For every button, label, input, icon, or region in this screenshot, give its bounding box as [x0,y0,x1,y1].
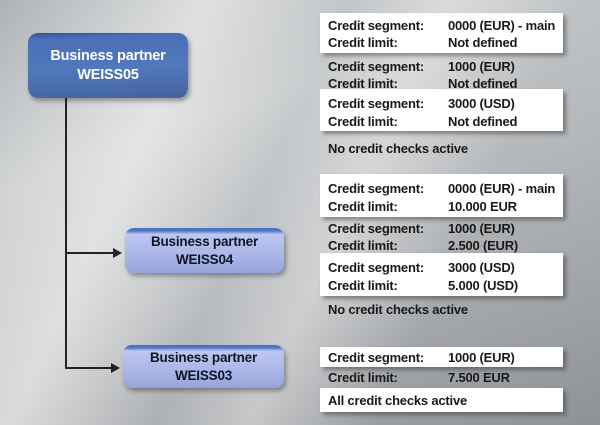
credit-card: Credit segment: 3000 (USD) Credit limit:… [320,89,563,131]
credit-row-value: Not defined [448,35,518,50]
credit-row: Credit limit: 10.000 EUR [320,197,563,215]
credit-row: Credit segment: 1000 (EUR) [320,58,563,75]
arrowhead-icon [111,363,120,373]
credit-row-value: Not defined [448,76,518,91]
credit-row: Credit segment: 1000 (EUR) [320,220,563,237]
credit-status-card: All credit checks active [320,388,563,412]
arrowhead-icon [113,248,122,258]
credit-row-label: Credit segment: [328,95,424,111]
credit-row: Credit segment: 3000 (USD) [320,258,563,276]
node-label-line2: WEISS05 [77,66,139,83]
credit-row-label: Credit segment: [328,259,424,275]
credit-row: Credit segment: 3000 (USD) [320,94,563,112]
credit-row-value: Not defined [448,113,518,129]
credit-row-label: Credit limit: [328,370,398,385]
credit-row: Credit segment: 0000 (EUR) - main [320,179,563,197]
credit-row-label: Credit limit: [328,35,398,50]
credit-row: Credit limit: 5.000 (USD) [320,276,563,294]
credit-row-value: 3000 (USD) [448,259,515,275]
credit-plain-block: Credit segment: 1000 (EUR) Credit limit:… [320,58,563,92]
credit-row-value: 1000 (EUR) [448,59,515,74]
credit-row-value: 0000 (EUR) - main [448,180,556,196]
credit-status-text: No credit checks active [328,301,468,317]
credit-card: Credit segment: 0000 (EUR) - main Credit… [320,13,563,53]
credit-row: Credit segment: 0000 (EUR) - main [320,17,563,34]
credit-row-label: Credit segment: [328,221,424,236]
node-label-line2: WEISS03 [174,367,233,383]
node-business-partner-weiss04: Business partner WEISS04 [125,228,284,273]
credit-card: Credit segment: 3000 (USD) Credit limit:… [320,253,563,296]
credit-row: Credit segment: 1000 (EUR) [320,349,515,366]
node-business-partner-weiss05: Business partner WEISS05 [28,33,188,98]
credit-row-label: Credit limit: [328,113,398,129]
credit-row-label: Credit segment: [328,180,424,196]
credit-row: Credit limit: 7.500 EUR [320,369,563,386]
connector-vertical-line [65,98,67,369]
node-business-partner-weiss03: Business partner WEISS03 [123,345,284,388]
credit-row: Credit limit: Not defined [320,75,563,92]
credit-row-value: 2.500 (EUR) [448,238,519,253]
credit-card: Credit segment: 0000 (EUR) - main Credit… [320,174,563,217]
credit-row: Credit limit: Not defined [320,34,563,51]
credit-row-value: 7.500 EUR [448,370,510,385]
credit-status-text: No credit checks active [328,140,468,156]
credit-row-value: 10.000 EUR [448,198,517,214]
node-label-line1: Business partner [150,233,259,249]
credit-row: Credit limit: Not defined [320,112,563,130]
node-label-line2: WEISS04 [175,251,234,267]
credit-row: Credit limit: 2.500 (EUR) [320,237,563,254]
credit-row-label: Credit segment: [328,18,424,33]
credit-row-label: Credit segment: [328,349,424,365]
connector-arrow-to-weiss03 [65,367,111,369]
credit-row-value: 1000 (EUR) [448,349,515,365]
credit-row-label: Credit limit: [328,238,398,253]
credit-plain-block: Credit limit: 7.500 EUR [320,369,563,387]
credit-card: Credit segment: 1000 (EUR) [320,347,563,367]
node-label-line1: Business partner [50,47,166,64]
credit-row-value: 3000 (USD) [448,95,515,111]
connector-arrow-to-weiss04 [65,252,113,254]
credit-row-label: Credit segment: [328,59,424,74]
credit-row-label: Credit limit: [328,76,398,91]
credit-plain-block: Credit segment: 1000 (EUR) Credit limit:… [320,220,563,254]
credit-row-value: 1000 (EUR) [448,221,515,236]
node-label-line1: Business partner [149,349,258,365]
credit-row-value: 0000 (EUR) - main [448,18,556,33]
credit-row-label: Credit limit: [328,198,398,214]
credit-row-value: 5.000 (USD) [448,277,519,293]
credit-row-label: Credit limit: [328,277,398,293]
